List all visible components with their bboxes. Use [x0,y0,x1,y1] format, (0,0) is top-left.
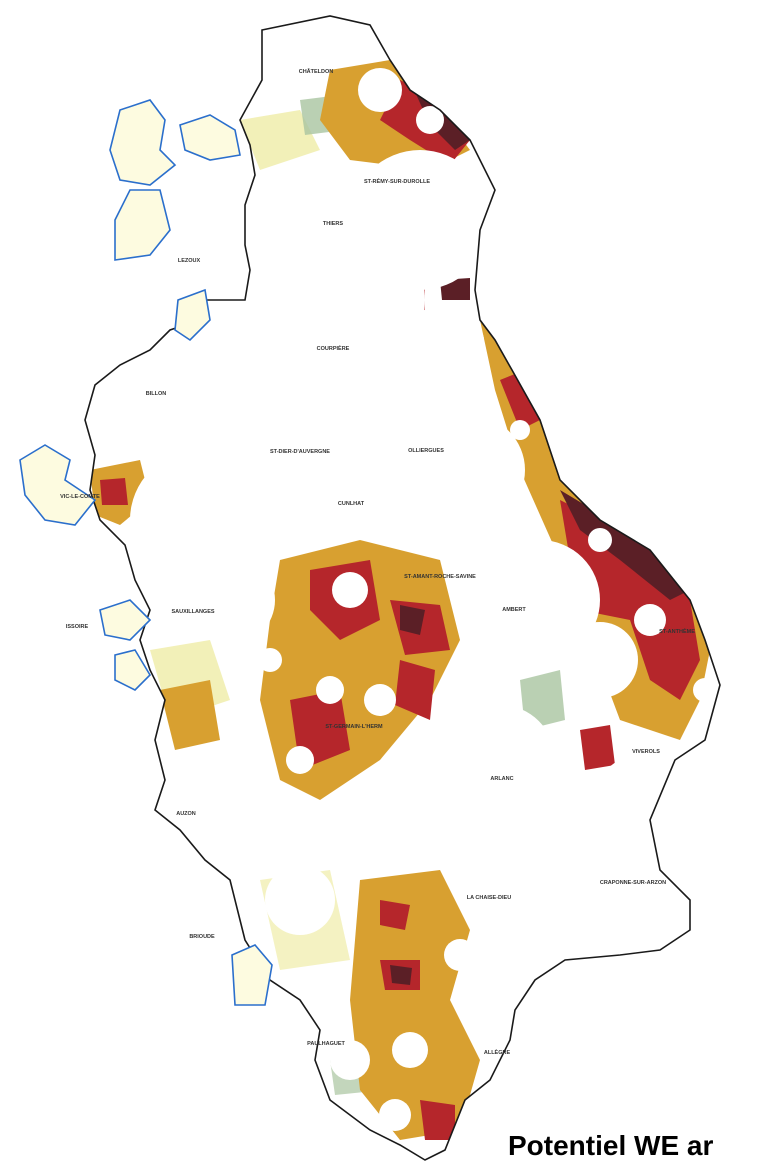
town-label-la-chaise-dieu: LA CHAISE-DIEU [467,895,511,901]
zone-very-high-centre [400,605,425,635]
neighbour-outline-2 [179,114,241,161]
exclusion-buffers [130,68,717,1131]
town-label-issoire: ISSOIRE [66,624,89,630]
town-label-lezoux: LEZOUX [178,258,201,264]
neighbour-outline-1 [109,99,177,186]
town-label-st-amant-roche-savine: ST-AMANT-ROCHE-SAVINE [404,574,476,580]
town-label-ambert: AMBERT [502,607,526,613]
town-label-thiers: THIERS [323,221,344,227]
zone-high-west [100,478,128,505]
zone-medium-southwest [160,680,220,750]
town-label-st-dier-d-auvergne: ST-DIER-D'AUVERGNE [270,449,330,455]
neighbour-outline-3 [114,189,171,261]
town-label-viverols: VIVEROLS [632,749,660,755]
zone-very-high-east [560,490,690,600]
zone-high-south-1 [380,900,410,930]
town-labels: CHÂTELDON ST-RÉMY-SUR-DUROLLE THIERS LEZ… [60,68,695,1056]
zone-low-band-north [240,110,320,170]
town-label-st-remy-sur-durolle: ST-RÉMY-SUR-DUROLLE [364,177,430,185]
town-label-cunlhat: CUNLHAT [338,501,365,507]
town-label-sauxillanges: SAUXILLANGES [171,609,214,615]
potential-zones [90,60,717,1140]
neighbour-outlines [19,99,273,1006]
zone-high-centre-4 [395,660,435,720]
neighbour-outline-8 [231,944,273,1006]
zone-very-high-south [390,965,412,985]
zone-high-southeast [580,725,615,770]
town-label-arlanc: ARLANC [490,776,513,782]
town-label-vic-le-comte: VIC-LE-COMTE [60,494,100,500]
zone-medium-south [350,870,480,1140]
town-label-brioude: BRIOUDE [189,934,215,940]
town-label-chateldon: CHÂTELDON [299,68,334,75]
town-label-st-antheme: ST-ANTHÈME [659,627,695,635]
neighbour-outline-7 [114,649,152,691]
town-label-paulhaguet: PAULHAGUET [307,1041,345,1047]
zone-high-east-1 [500,370,540,430]
town-label-allegre: ALLÈGRE [484,1048,511,1056]
neighbour-outline-4 [174,288,211,342]
town-label-st-germain-l-herm: ST-GERMAIN-L'HERM [325,724,383,730]
town-label-craponne-sur-arzon: CRAPONNE-SUR-ARZON [600,880,666,886]
map-caption: Potentiel WE ar [508,1130,714,1161]
town-label-courpiere: COURPIÈRE [317,344,350,352]
department-boundary [84,15,721,1161]
town-label-auzon: AUZON [176,811,196,817]
town-label-olliergues: OLLIERGUES [408,448,444,454]
neighbour-outline-6 [99,599,152,641]
zone-high-south-3 [420,1100,455,1140]
neighbour-outline-5 [19,444,97,526]
town-label-billon: BILLON [146,391,166,397]
